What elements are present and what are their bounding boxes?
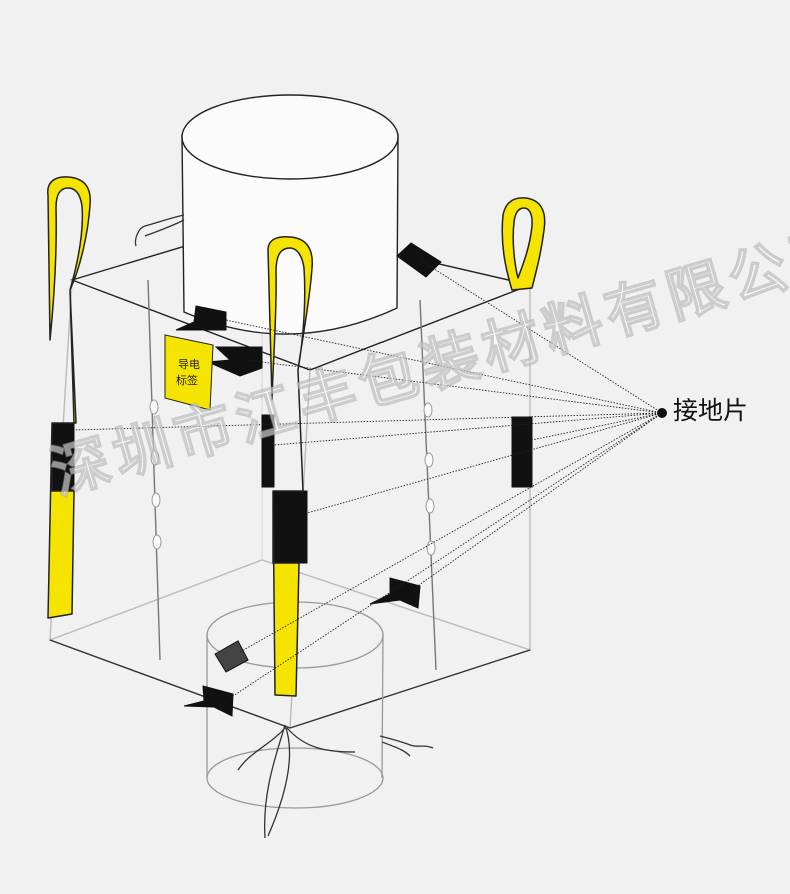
- leader-line: [229, 412, 663, 699]
- top-spout-tie: [134, 214, 185, 247]
- leader-line: [245, 359, 663, 414]
- left-seam: [147, 279, 161, 661]
- bag-body: [47, 222, 533, 729]
- grounding-tab-top-left: [175, 305, 227, 331]
- leader-line: [73, 412, 663, 431]
- grounding-tab-label: 接地片: [673, 396, 749, 425]
- bottom-spout: [206, 601, 434, 839]
- leader-line: [225, 319, 663, 414]
- leader-line: [273, 412, 663, 446]
- seam-hole: [425, 498, 435, 514]
- seam-hole: [152, 534, 162, 550]
- lifting-loop-front: [267, 236, 313, 697]
- right-seam: [419, 299, 437, 671]
- leader-line: [306, 412, 663, 514]
- bottom-spout-right-wall: [381, 634, 384, 779]
- callout-dot: [657, 408, 667, 418]
- callout-leaders: [73, 259, 663, 699]
- seam-hole: [149, 399, 159, 415]
- grounding-tab-lower-right: [369, 577, 421, 609]
- seam-holes: [149, 399, 436, 556]
- leader-line: [411, 412, 663, 591]
- seam-hole: [423, 402, 433, 418]
- conductive-tag: 导电 标签: [164, 334, 214, 411]
- grounding-tab-center-side: [261, 414, 275, 488]
- grounding-tab-top-front: [207, 346, 263, 377]
- seam-hole: [151, 492, 161, 508]
- bag-bottom-right-edge: [289, 649, 531, 729]
- bottom-spout-tie: [237, 724, 356, 839]
- conductive-tag-line2: 标签: [176, 373, 198, 387]
- grounding-tab-bottom-left: [183, 685, 234, 717]
- lifting-loop-left: [47, 176, 91, 619]
- top-spout: [134, 94, 399, 335]
- seam-hole: [150, 450, 160, 466]
- conductive-tag-line1: 导电: [178, 358, 200, 371]
- lifting-loop-right: [501, 197, 546, 291]
- grounding-tab-top-back: [396, 242, 442, 278]
- seam-hole: [426, 540, 436, 556]
- seam-hole: [424, 452, 434, 468]
- grounding-tabs: [51, 242, 533, 717]
- grounding-tab-bottom-spout: [214, 640, 249, 673]
- bag-bottom-front-edge: [49, 639, 291, 729]
- top-spout-rim: [181, 94, 399, 180]
- leader-line: [531, 412, 663, 441]
- grounding-tab-front-strap: [272, 490, 308, 564]
- conductive-tag-card: [164, 334, 214, 411]
- lifting-loops: [47, 176, 546, 697]
- bottom-spout-side-tie: [379, 735, 434, 757]
- bottom-spout-bottom-rim: [206, 747, 384, 809]
